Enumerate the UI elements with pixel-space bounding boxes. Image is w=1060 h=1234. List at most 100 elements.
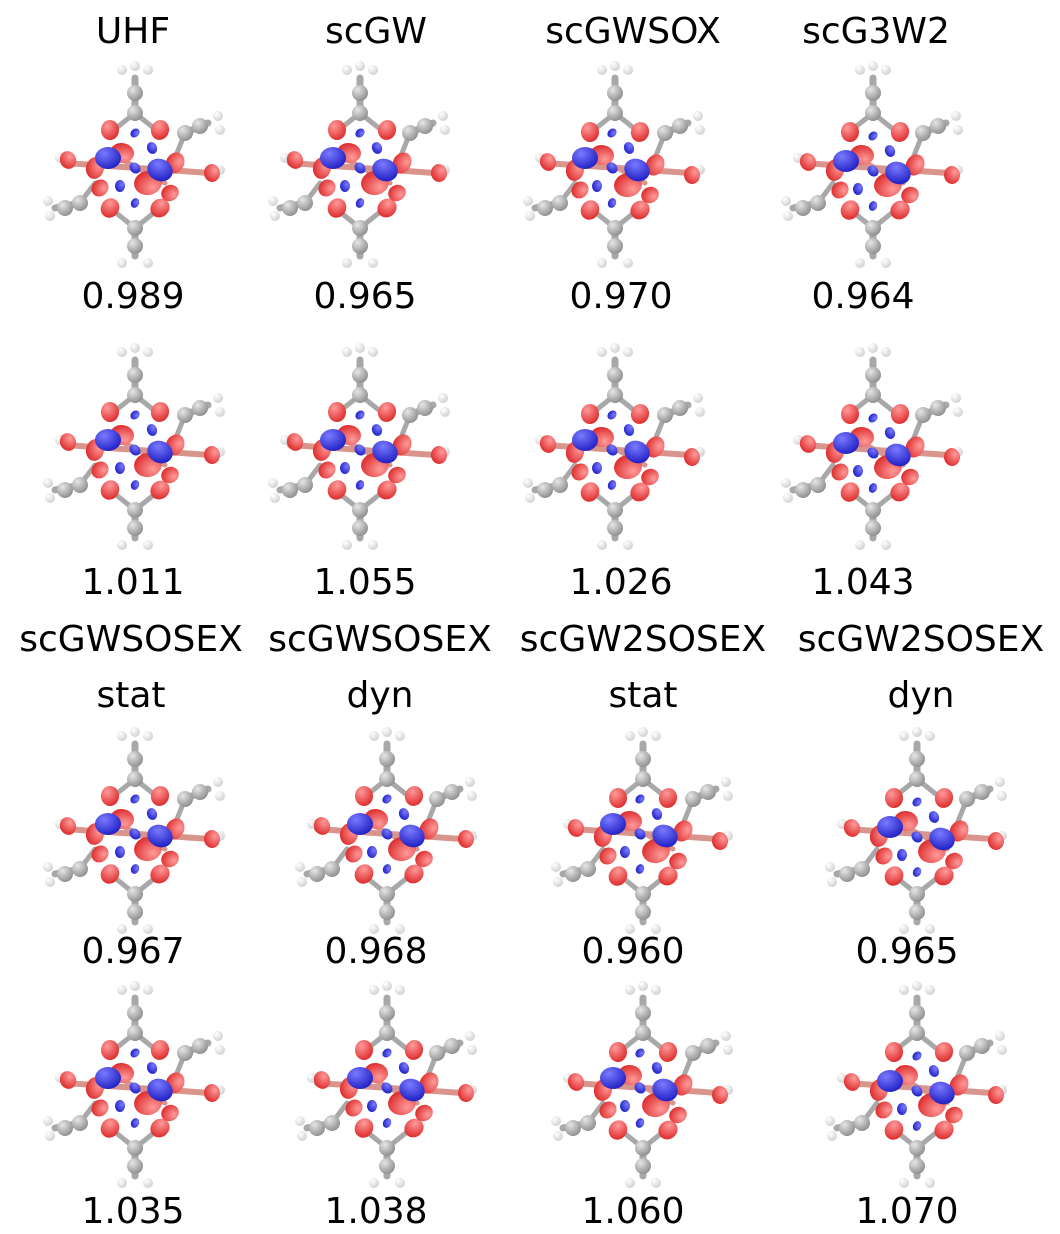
carbon-atom bbox=[930, 118, 946, 134]
carbon-atom bbox=[657, 407, 673, 423]
orbital-lobe-positive bbox=[841, 404, 859, 424]
carbon-atom bbox=[810, 477, 826, 493]
hydrogen-atom bbox=[268, 196, 278, 206]
hydrogen-atom bbox=[215, 1045, 225, 1055]
hydrogen-atom bbox=[827, 1131, 837, 1141]
method-label-scgwsox: scGWSOX bbox=[545, 11, 721, 52]
orbital-lobe-positive bbox=[669, 1106, 687, 1124]
hydrogen-atom bbox=[827, 877, 837, 887]
carbon-atom bbox=[127, 85, 143, 101]
orbital-lobe-positive bbox=[327, 480, 347, 500]
carbon-atom bbox=[909, 1140, 925, 1156]
orbital-lobe-negative bbox=[381, 828, 393, 840]
orbital-lobe-positive bbox=[599, 847, 617, 865]
carbon-atom bbox=[324, 1115, 340, 1131]
value-row3-col2: 0.968 bbox=[324, 931, 428, 972]
orbital-lobe-negative bbox=[591, 180, 603, 192]
orbital-lobe-negative bbox=[928, 1065, 940, 1077]
hydrogen-atom bbox=[45, 1131, 55, 1141]
orbital-lobe-positive bbox=[711, 1086, 729, 1104]
hydrogen-atom bbox=[899, 731, 909, 741]
hydrogen-atom bbox=[781, 196, 791, 206]
orbital-lobe-negative bbox=[911, 1085, 923, 1097]
hydrogen-atom bbox=[912, 727, 922, 737]
orbital-lobe-positive bbox=[328, 120, 346, 140]
orbital-lobe-positive bbox=[354, 1118, 374, 1138]
orbital-lobe-positive bbox=[161, 850, 179, 868]
method-label-scgw2sosex-stat-line2: stat bbox=[608, 675, 678, 716]
carbon-atom bbox=[810, 195, 826, 211]
orbital-lobe-negative bbox=[372, 158, 398, 182]
orbital-lobe-positive bbox=[581, 404, 599, 424]
orbital-lobe-negative bbox=[833, 432, 859, 454]
orbital-lobe-positive bbox=[345, 845, 363, 863]
carbon-atom bbox=[402, 407, 418, 423]
hydrogen-atom bbox=[268, 478, 278, 488]
carbon-atom bbox=[854, 861, 870, 877]
orbital-lobe-positive bbox=[150, 480, 170, 500]
carbon-atom bbox=[127, 502, 143, 518]
orbital-lobe-negative bbox=[867, 165, 879, 177]
hydrogen-atom bbox=[951, 111, 961, 121]
orbital-lobe-negative bbox=[129, 828, 141, 840]
orbital-lobe-negative bbox=[912, 1121, 922, 1131]
carbon-atom bbox=[909, 1005, 925, 1021]
hydrogen-atom bbox=[213, 777, 223, 787]
hydrogen-atom bbox=[342, 65, 352, 75]
carbon-atom bbox=[309, 866, 325, 882]
hydrogen-atom bbox=[651, 731, 661, 741]
hydrogen-atom bbox=[597, 347, 607, 357]
carbon-atom bbox=[635, 1140, 651, 1156]
carbon-atom bbox=[192, 784, 208, 800]
hydrogen-atom bbox=[213, 393, 223, 403]
hydrogen-atom bbox=[143, 985, 153, 995]
orbital-lobe-negative bbox=[130, 480, 140, 490]
hydrogen-atom bbox=[438, 393, 448, 403]
orbital-lobe-negative bbox=[929, 1081, 955, 1105]
orbital-lobe-positive bbox=[377, 120, 397, 140]
carbon-atom bbox=[974, 1038, 990, 1054]
orbital-lobe-negative bbox=[399, 1078, 425, 1102]
carbon-atom bbox=[379, 1005, 395, 1021]
hydrogen-atom bbox=[143, 924, 153, 934]
hydrogen-atom bbox=[342, 347, 352, 357]
orbital-lobe-negative bbox=[896, 1103, 908, 1115]
carbon-atom bbox=[635, 1025, 651, 1041]
orbital-lobe-negative bbox=[371, 424, 383, 436]
orbital-lobe-positive bbox=[328, 402, 346, 422]
carbon-atom bbox=[177, 1045, 193, 1061]
carbon-atom bbox=[177, 791, 193, 807]
carbon-atom bbox=[672, 400, 688, 416]
orbital-lobe-positive bbox=[150, 198, 170, 218]
carbon-atom bbox=[685, 791, 701, 807]
orbital-lobe-positive bbox=[609, 1042, 627, 1062]
carbon-atom bbox=[565, 866, 581, 882]
orbital-lobe-positive bbox=[580, 482, 600, 502]
hydrogen-atom bbox=[43, 1116, 53, 1126]
hydrogen-atom bbox=[868, 343, 878, 353]
carbon-atom bbox=[57, 1120, 73, 1136]
carbon-atom bbox=[72, 195, 88, 211]
orbital-lobe-positive bbox=[571, 463, 589, 481]
carbon-atom bbox=[127, 1025, 143, 1041]
orbital-lobe-negative bbox=[114, 846, 126, 858]
hydrogen-atom bbox=[368, 540, 378, 550]
carbon-atom bbox=[127, 220, 143, 236]
carbon-atom bbox=[657, 125, 673, 141]
hydrogen-atom bbox=[953, 125, 963, 135]
orbital-lobe-negative bbox=[371, 142, 383, 154]
hydrogen-atom bbox=[721, 777, 731, 787]
carbon-atom bbox=[57, 200, 73, 216]
orbital-lobe-negative bbox=[382, 794, 392, 804]
orbital-lobe-negative bbox=[868, 483, 878, 493]
orbital-image-scgw-row2 bbox=[268, 343, 450, 550]
orbital-image-scgw2sosex-dyn-row3 bbox=[825, 727, 1007, 934]
hydrogen-atom bbox=[855, 65, 865, 75]
carbon-atom bbox=[379, 771, 395, 787]
hydrogen-atom bbox=[623, 258, 633, 268]
orbital-lobe-positive bbox=[313, 1071, 331, 1089]
carbon-atom bbox=[909, 1025, 925, 1041]
orbital-lobe-positive bbox=[630, 482, 650, 502]
orbital-lobe-negative bbox=[347, 813, 373, 835]
carbon-atom bbox=[635, 1005, 651, 1021]
